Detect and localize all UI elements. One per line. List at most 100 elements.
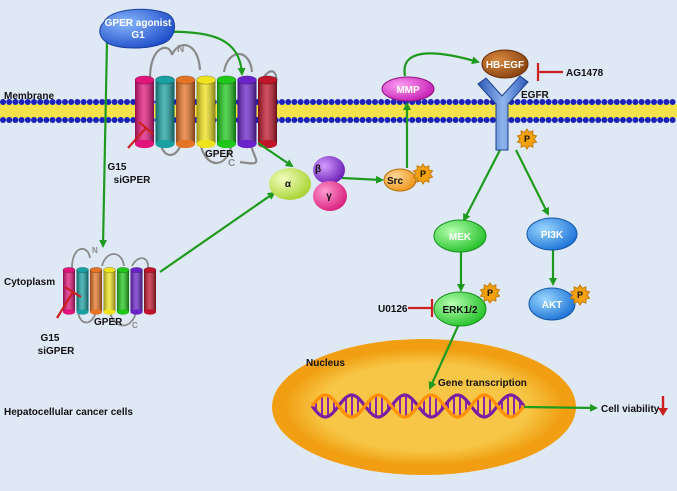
mek-label: MEK xyxy=(449,232,472,243)
lipid-head xyxy=(638,99,645,105)
lipid-head xyxy=(105,117,112,123)
lipid-head xyxy=(310,117,316,123)
lipid-head xyxy=(285,117,292,123)
lipid-head xyxy=(620,99,626,105)
src-node[interactable] xyxy=(383,168,417,192)
egfr-receptor[interactable] xyxy=(477,75,529,151)
membrane-label: Membrane xyxy=(4,91,54,102)
membrane-heads-bottom xyxy=(0,117,676,123)
gper-cyto-c-terminus: C xyxy=(132,321,138,330)
lipid-head xyxy=(279,117,285,123)
transmembrane-helix xyxy=(89,267,103,315)
lipid-head xyxy=(620,117,626,123)
lipid-head xyxy=(6,117,13,123)
lipid-head xyxy=(285,99,292,105)
lipid-head xyxy=(632,117,639,123)
hb-egf-node[interactable] xyxy=(481,49,529,79)
lipid-head xyxy=(62,117,68,123)
lipid-head xyxy=(589,117,595,123)
gper-cytoplasm-receptor[interactable] xyxy=(62,267,157,315)
lipid-head xyxy=(576,117,583,123)
lipid-head xyxy=(43,117,50,123)
lipid-head xyxy=(390,117,397,123)
lipid-head xyxy=(334,117,341,123)
transmembrane-helix xyxy=(196,75,216,149)
lipid-head xyxy=(527,99,533,105)
lipid-head xyxy=(74,117,81,123)
lipid-head xyxy=(651,99,657,105)
g-gamma-label: γ xyxy=(326,191,332,202)
g15-cytoplasm-label: G15 xyxy=(41,333,60,344)
lipid-head xyxy=(24,117,31,123)
lipid-head xyxy=(18,99,25,105)
mmp-node[interactable] xyxy=(381,76,435,102)
lipid-head xyxy=(297,117,304,123)
src-label: Src xyxy=(387,176,404,187)
lipid-head xyxy=(31,117,37,123)
gper-cytoplasm-loops xyxy=(71,248,150,327)
lipid-head xyxy=(130,99,137,105)
lipid-head xyxy=(527,117,533,123)
inhibitor-u0126 xyxy=(408,299,434,317)
gper-n-terminus: N xyxy=(177,44,184,55)
lipid-head xyxy=(12,117,19,123)
lipid-head xyxy=(80,99,87,105)
g-protein-complex[interactable] xyxy=(269,156,347,211)
lipid-head xyxy=(564,117,571,123)
sigper-cytoplasm-label: siGPER xyxy=(38,346,75,357)
lipid-head xyxy=(607,117,614,123)
phospho-egfr-label: P xyxy=(524,134,530,144)
gper-cyto-n-terminus: N xyxy=(92,246,98,255)
lipid-head xyxy=(334,99,341,105)
pi3k-node[interactable] xyxy=(526,217,578,251)
lipid-head xyxy=(483,99,490,105)
lipid-head xyxy=(551,117,558,123)
cell-membrane xyxy=(0,99,677,123)
lipid-head xyxy=(49,117,56,123)
lipid-head xyxy=(545,99,552,105)
inhibitor-g15-cytoplasm xyxy=(56,286,82,319)
dna-helix-icon xyxy=(310,393,526,419)
lipid-head xyxy=(551,99,558,105)
lipid-head xyxy=(297,99,304,105)
lipid-head xyxy=(613,99,620,105)
lipid-head xyxy=(384,99,391,105)
lipid-head xyxy=(316,99,323,105)
lipid-head xyxy=(576,99,583,105)
lipid-head xyxy=(31,99,37,105)
arrow-egfr-to-pi3k xyxy=(515,149,549,216)
agonist-label-line1: GPER agonist xyxy=(105,18,172,29)
lipid-head xyxy=(303,117,310,123)
akt-label: AKT xyxy=(542,300,563,311)
lipid-head xyxy=(55,117,62,123)
gper-membrane-receptor[interactable] xyxy=(134,75,278,149)
lipid-head xyxy=(663,99,670,105)
lipid-head xyxy=(0,99,6,105)
g15-membrane-label: G15 xyxy=(108,162,127,173)
phospho-src-icon xyxy=(412,163,434,185)
lipid-head xyxy=(6,99,13,105)
gper-agonist-g1-node[interactable] xyxy=(99,8,175,49)
lipid-head xyxy=(657,117,664,123)
lipid-head xyxy=(37,117,44,123)
erk-node[interactable] xyxy=(433,291,487,327)
lipid-head xyxy=(68,117,75,123)
lipid-head xyxy=(595,117,602,123)
mek-node[interactable] xyxy=(433,219,487,253)
lipid-head xyxy=(626,99,633,105)
lipid-head xyxy=(638,117,645,123)
lipid-head xyxy=(37,99,44,105)
lipid-head xyxy=(291,99,298,105)
lipid-head xyxy=(86,117,93,123)
membrane-heads-top xyxy=(0,99,676,105)
nucleus-label: Nucleus xyxy=(306,358,345,369)
g-alpha-label: α xyxy=(285,179,292,190)
lipid-head xyxy=(291,117,298,123)
akt-node[interactable] xyxy=(528,287,576,321)
phospho-egfr-icon xyxy=(516,128,538,150)
lipid-head xyxy=(68,99,75,105)
hb-egf-label: HB-EGF xyxy=(486,60,524,71)
lipid-head xyxy=(130,117,137,123)
lipid-head xyxy=(12,99,19,105)
lipid-head xyxy=(483,117,490,123)
